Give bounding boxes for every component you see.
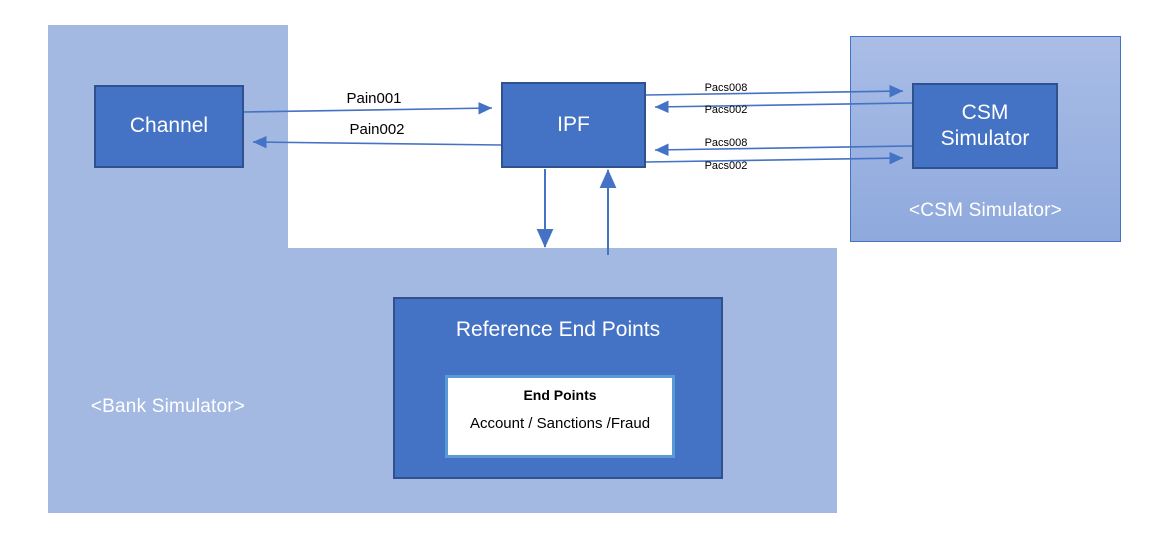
node-channel[interactable]: Channel [94, 85, 244, 168]
edge-label-pacs002-out: Pacs002 [704, 160, 748, 172]
edge-pain002 [252, 135, 502, 149]
endpoints-card-body: Account / Sanctions /Fraud [469, 415, 651, 432]
edge-label-pacs008-in: Pacs008 [704, 137, 748, 149]
node-reference-end-points-title: Reference End Points [455, 318, 661, 341]
node-reference-end-points[interactable]: Reference End Points End Points Account … [393, 297, 723, 479]
node-csm-simulator[interactable]: CSM Simulator [912, 83, 1058, 169]
edge-label-pain002: Pain002 [349, 121, 405, 138]
edge-label-pain001: Pain001 [346, 90, 402, 107]
node-ipf[interactable]: IPF [501, 82, 646, 168]
endpoints-card-title: End Points [523, 387, 597, 403]
endpoints-card: End Points Account / Sanctions /Fraud [445, 375, 675, 458]
edge-label-pacs008-out: Pacs008 [704, 82, 748, 94]
node-channel-label: Channel [129, 114, 209, 138]
edge-label-pacs002-in: Pacs002 [704, 104, 748, 116]
panel-bank-simulator-label: <Bank Simulator> [90, 396, 246, 417]
node-ipf-label: IPF [557, 112, 590, 136]
node-csm-line2: Simulator [940, 127, 1030, 150]
node-csm-line1: CSM [961, 100, 1009, 124]
node-csm-simulator-label: CSM Simulator [941, 100, 1030, 152]
panel-csm-simulator-label: <CSM Simulator> [909, 200, 1062, 221]
